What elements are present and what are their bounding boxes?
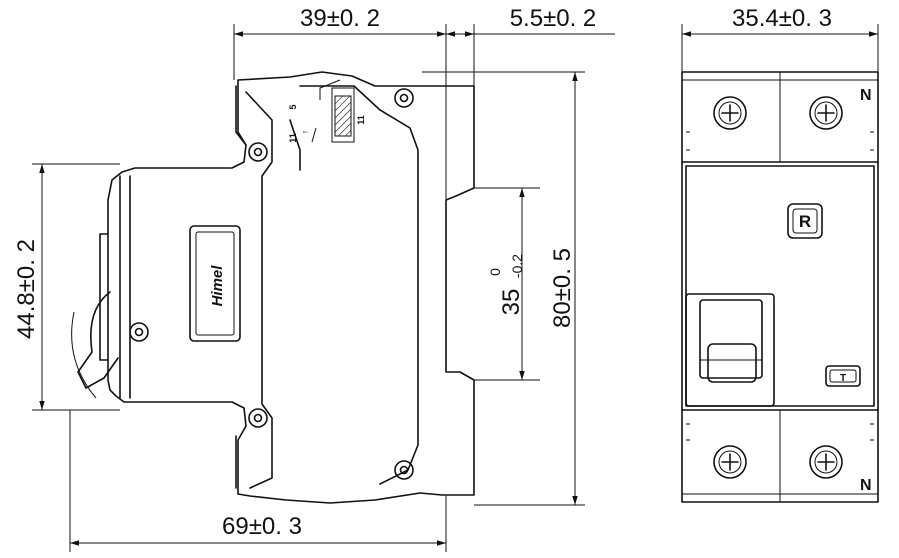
screw-top-right	[809, 96, 843, 130]
front-dimensions: 35.4±0. 3	[681, 5, 879, 72]
dim-width-5-5: 5.5±0. 2	[510, 5, 597, 32]
marking-bracket	[311, 79, 341, 143]
side-rivet-top	[394, 88, 414, 108]
side-handle-housing	[99, 175, 131, 399]
terminal-label-top: N	[860, 87, 872, 104]
test-button[interactable]: T	[825, 365, 861, 387]
dim-height-80: 80±0. 5	[549, 248, 576, 328]
marking-hatched-window	[334, 95, 352, 137]
reset-button-label: R	[799, 212, 811, 231]
brand-plate	[189, 225, 241, 342]
side-view: Himel 5 ↑ 11 11	[71, 71, 475, 504]
marking-bottom: 11	[288, 133, 298, 143]
dim-rail-35-lower: -0.2	[509, 254, 525, 278]
toggle-handle[interactable]	[685, 293, 775, 407]
side-handle-lever	[77, 291, 119, 389]
dim-length-69: 69±0. 3	[222, 513, 302, 540]
side-rivet-bottom	[394, 460, 414, 480]
test-button-label: T	[840, 373, 846, 384]
screw-bottom-right	[809, 445, 843, 479]
side-rivet-handle	[129, 322, 149, 342]
marking-arrow: ↑	[300, 130, 310, 135]
side-body-outline	[107, 71, 475, 504]
side-ridge	[235, 85, 301, 489]
dim-height-44-8: 44.8±0. 2	[13, 239, 40, 339]
side-rivet-lower-left	[248, 408, 268, 428]
terminal-marking: 5 ↑ 11 11	[288, 79, 366, 143]
front-edge-ribs	[686, 131, 874, 441]
screw-bottom-left	[713, 445, 747, 479]
side-dimensions: 39±0. 2 5.5±0. 2 44.8±0. 2 69±0. 3 35 0 …	[13, 5, 615, 552]
reset-button[interactable]: R	[787, 203, 823, 239]
side-handle-arc	[71, 311, 97, 399]
front-center-panel	[685, 165, 875, 407]
marking-bottom-right: 11	[356, 115, 366, 125]
marking-top: 5	[288, 104, 298, 109]
dim-width-39: 39±0. 2	[300, 5, 380, 32]
dim-rail-35: 35	[498, 289, 525, 316]
dim-width-35-4: 35.4±0. 3	[732, 5, 832, 32]
side-rivet-upper-left	[248, 142, 268, 162]
marking-window-frame	[331, 87, 355, 143]
dim-rail-35-upper: 0	[487, 268, 503, 276]
side-inner-contour	[245, 85, 419, 489]
screw-top-left	[713, 96, 747, 130]
brand-plate-inner	[195, 231, 235, 336]
brand-logo: Himel	[209, 265, 226, 307]
front-view: N N R T	[681, 71, 879, 503]
terminal-label-bottom: N	[860, 477, 872, 494]
